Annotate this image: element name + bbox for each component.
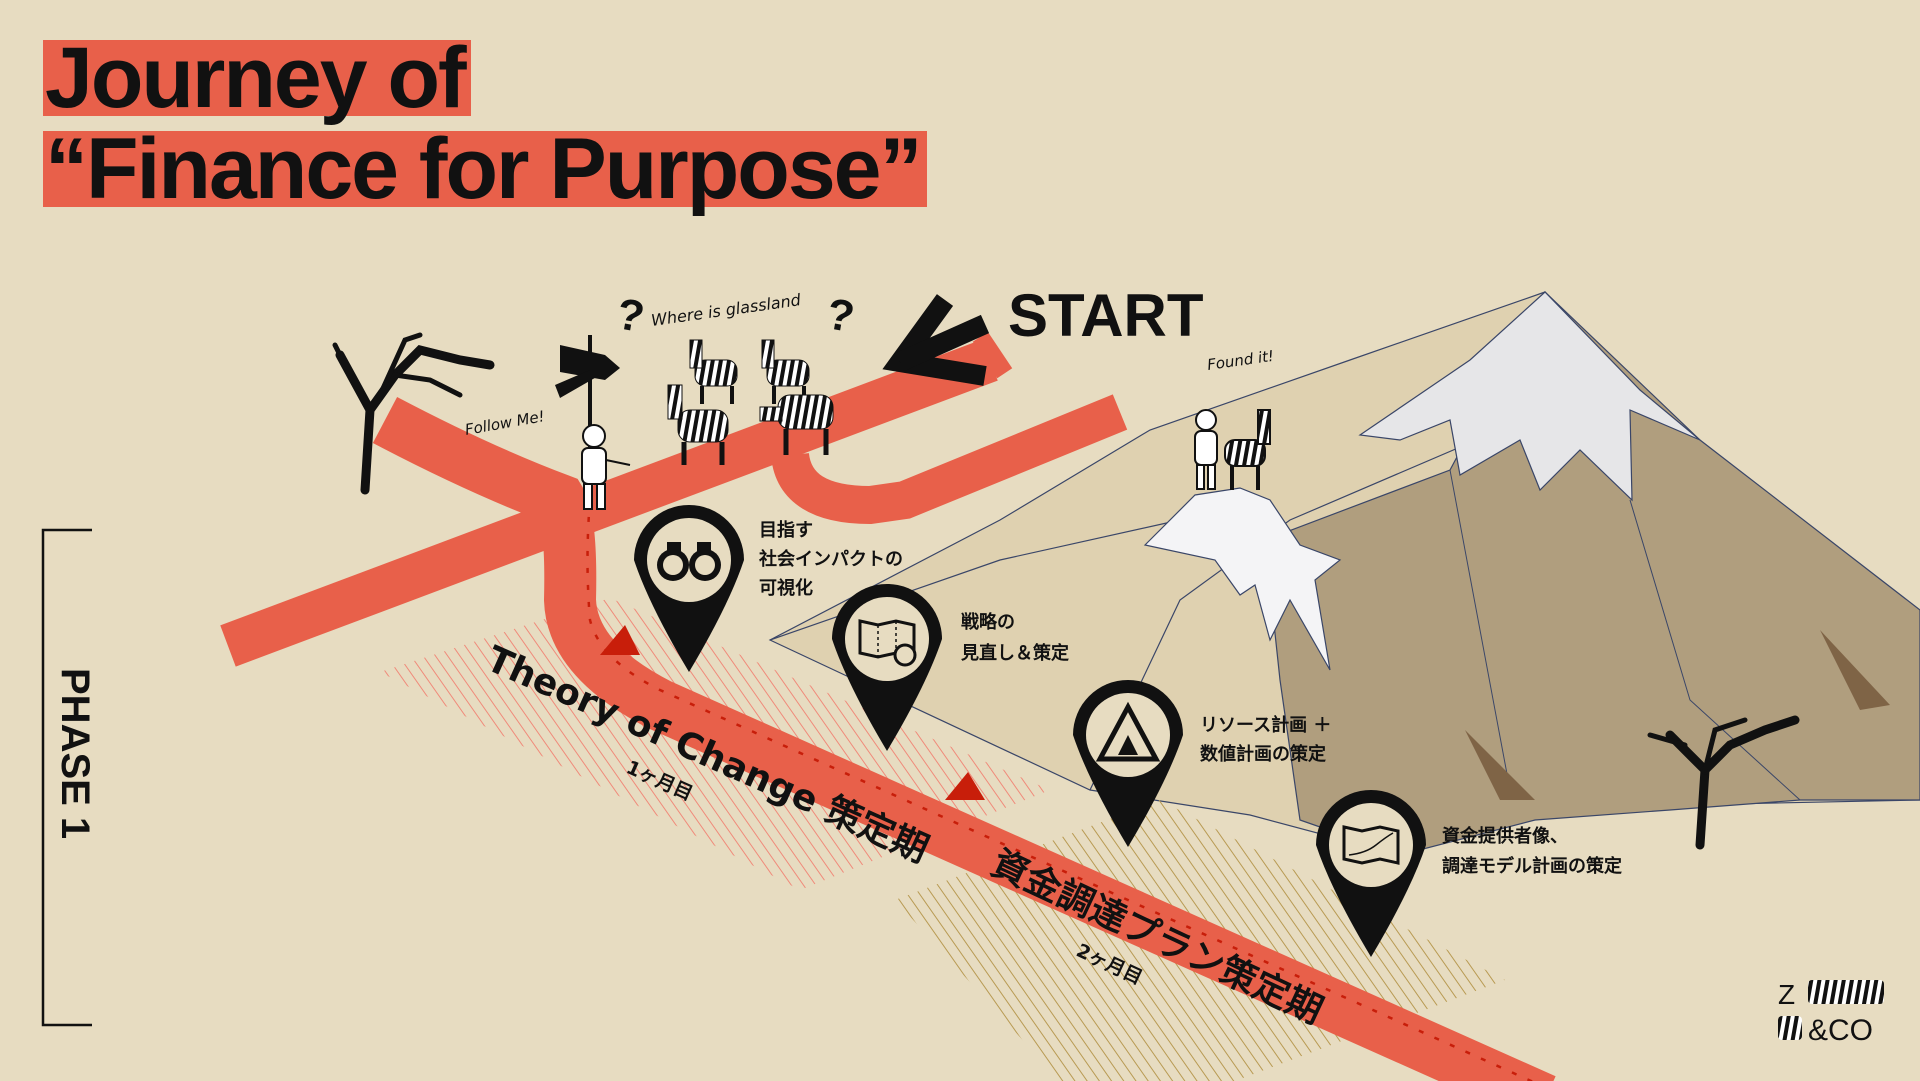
dead-tree-right-icon — [1647, 715, 1800, 850]
found-it-text: Found it! — [1206, 347, 1275, 374]
zebra-icon — [689, 339, 738, 404]
small-peak-snow — [1143, 487, 1342, 671]
tent-icon — [1095, 701, 1161, 762]
milestone-pin-2[interactable] — [832, 583, 942, 751]
svg-text:見直し＆策定: 見直し＆策定 — [960, 642, 1069, 664]
zebra-icon — [761, 339, 810, 404]
explorer-with-zebra-icon — [1194, 409, 1271, 490]
svg-text:目指す: 目指す — [759, 519, 813, 541]
svg-text:戦略の: 戦略の — [961, 611, 1015, 633]
svg-text:可視化: 可視化 — [759, 577, 813, 599]
follow-me-text: Follow Me! — [464, 407, 546, 439]
question-mark-left: ? — [613, 289, 648, 342]
explorer-icon — [581, 424, 631, 510]
milestone-label-2: 戦略の 見直し＆策定 — [960, 611, 1069, 664]
mountain-range — [768, 291, 1920, 856]
title-line-2: “Finance for Purpose” — [43, 126, 927, 212]
svg-text:調達モデル計画の策定: 調達モデル計画の策定 — [1442, 855, 1622, 877]
zebra-icon — [759, 394, 834, 455]
zebra-herd — [667, 339, 834, 465]
svg-text:資金提供者像、: 資金提供者像、 — [1442, 825, 1568, 847]
snow-cap — [1358, 291, 1701, 502]
start-label: START — [1008, 282, 1204, 349]
phase-bracket — [41, 528, 92, 1027]
milestone-pin-4[interactable] — [1316, 789, 1426, 957]
title-line-1: Journey of — [43, 35, 471, 121]
logo-and-co: &CO — [1808, 1014, 1873, 1047]
direction-marker-1 — [600, 625, 640, 655]
where-is-glassland-text: Where is glassland — [650, 290, 803, 330]
phase-label: PHASE 1 — [53, 668, 97, 839]
company-logo: Z &CO — [1778, 979, 1884, 1047]
direction-marker-2 — [945, 772, 985, 800]
zebra-icon — [667, 384, 729, 465]
svg-text:リソース計画 ＋: リソース計画 ＋ — [1200, 714, 1331, 736]
svg-text:数値計画の策定: 数値計画の策定 — [1200, 743, 1326, 765]
dead-tree-left-icon — [332, 332, 495, 495]
map-chart-icon — [1342, 825, 1400, 865]
main-path — [372, 396, 1556, 1081]
footsteps — [586, 499, 1535, 1081]
milestone-pin-3[interactable] — [1073, 679, 1183, 847]
milestone-label-4: 資金提供者像、 調達モデル計画の策定 — [1442, 825, 1622, 877]
question-mark-right: ? — [823, 289, 858, 342]
map-compass-icon — [858, 619, 917, 667]
logo-z: Z — [1778, 979, 1795, 1010]
milestone-label-3: リソース計画 ＋ 数値計画の策定 — [1200, 714, 1331, 765]
roads — [220, 331, 1556, 1081]
binoculars-icon — [657, 542, 721, 581]
start-arrow-icon — [882, 294, 990, 386]
svg-text:社会インパクトの: 社会インパクトの — [759, 548, 903, 570]
milestone-pin-1[interactable] — [634, 504, 744, 672]
milestone-label-1: 目指す 社会インパクトの 可視化 — [759, 519, 903, 599]
